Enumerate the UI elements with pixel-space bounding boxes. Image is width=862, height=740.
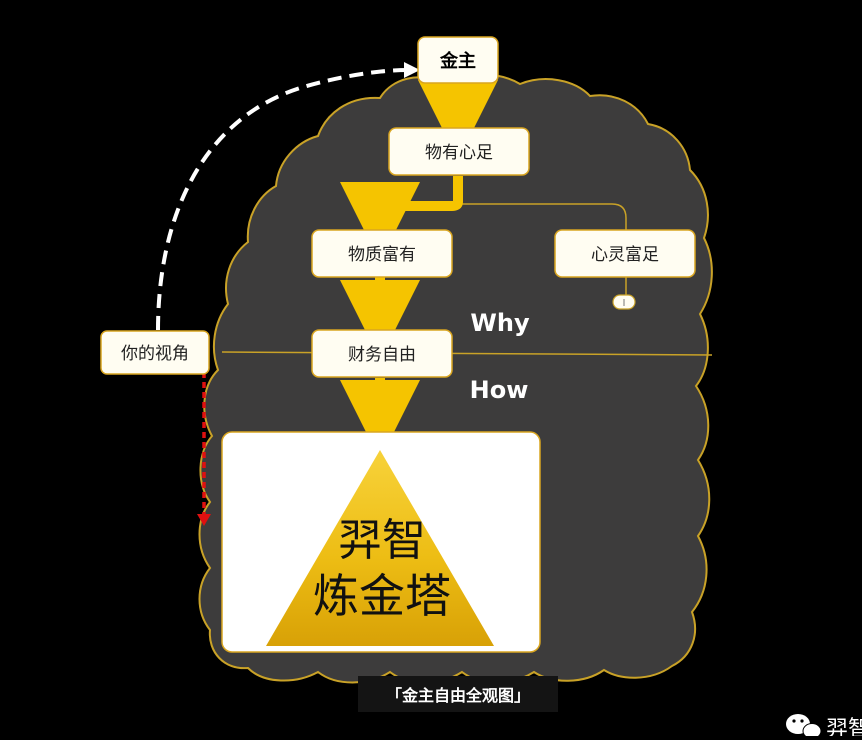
node-ni-de-shijiao-label: 你的视角	[121, 344, 189, 364]
red-arrow-head	[197, 514, 211, 526]
pyramid-title-line2: 炼金塔	[313, 569, 451, 623]
node-wuzhi-fuyou-label: 物质富有	[348, 245, 416, 265]
arrow-wuyou-to-wuzhi	[340, 176, 463, 262]
why-how-divider	[221, 351, 713, 356]
pyramid-image-box: 羿智 炼金塔	[221, 431, 541, 653]
caption-text: 「金主自由全观图」	[386, 686, 530, 705]
node-caiwu-ziyou-label: 财务自由	[348, 345, 416, 365]
node-ni-de-shijiao[interactable]: 你的视角	[100, 330, 210, 375]
pyramid-title-line1: 羿智	[338, 515, 426, 566]
node-wu-you-xin-zu[interactable]: 物有心足	[388, 127, 530, 176]
node-wuzhi-fuyou[interactable]: 物质富有	[311, 229, 453, 278]
watermark-text: 羿智	[826, 717, 862, 736]
node-xinling-fuzu[interactable]: 心灵富足	[554, 229, 696, 278]
node-caiwu-ziyou[interactable]: 财务自由	[311, 329, 453, 378]
node-jinzhu[interactable]: 金主	[417, 36, 499, 84]
pyramid-shape	[266, 450, 494, 646]
why-label: Why	[470, 309, 530, 337]
node-wu-you-xin-zu-label: 物有心足	[425, 143, 493, 163]
dashed-arrow-head	[404, 62, 420, 78]
node-xinling-fuzu-label: 心灵富足	[591, 245, 659, 265]
connector-xinling	[458, 203, 627, 232]
node-jinzhu-label: 金主	[439, 50, 476, 72]
how-label: How	[470, 376, 529, 404]
wechat-icon	[786, 714, 822, 739]
caption-bar: 「金主自由全观图」	[358, 676, 558, 712]
wechat-watermark: 羿智	[786, 714, 862, 740]
